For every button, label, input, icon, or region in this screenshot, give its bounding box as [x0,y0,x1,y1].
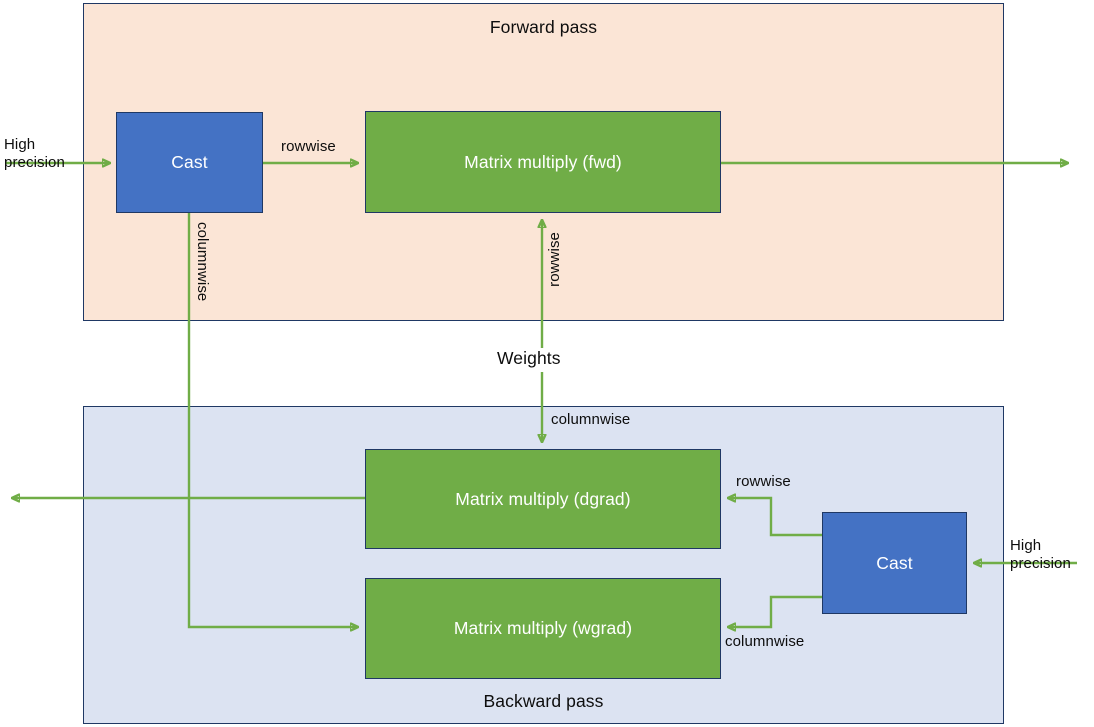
input-label-backward-line1: High [1010,537,1042,554]
label-rowwise-cast-to-matmul-fwd: rowwise [281,138,336,155]
forward-pass-title: Forward pass [489,17,598,37]
matmul-fwd-node[interactable]: Matrix multiply (fwd) [365,111,721,213]
matmul-dgrad-node[interactable]: Matrix multiply (dgrad) [365,449,721,549]
matmul-dgrad-label: Matrix multiply (dgrad) [455,488,631,509]
label-rowwise-cast-bwd: rowwise [736,473,791,490]
label-rowwise-weights-up: rowwise [546,232,563,287]
input-label-backward-line2: precision [1010,555,1071,573]
cast-node-forward-label: Cast [171,152,208,172]
label-columnwise-weights-down: columnwise [551,411,631,428]
input-label-backward: High precision [1010,537,1071,574]
input-label-forward: High precision [4,136,65,173]
backward-pass-title: Backward pass [483,691,604,711]
label-columnwise-cast-bwd: columnwise [725,633,805,650]
label-columnwise-cast-fwd: columnwise [194,222,211,302]
matmul-wgrad-label: Matrix multiply (wgrad) [453,618,633,638]
cast-node-backward-label: Cast [876,552,913,573]
input-label-forward-line1: High [4,136,36,153]
matmul-fwd-label: Matrix multiply (fwd) [464,151,622,172]
matmul-wgrad-node[interactable]: Matrix multiply (wgrad) [365,578,721,679]
input-label-forward-line2: precision [4,154,65,172]
cast-node-backward[interactable]: Cast [822,512,967,614]
cast-node-forward[interactable]: Cast [116,112,263,213]
weights-label: Weights [497,348,561,368]
